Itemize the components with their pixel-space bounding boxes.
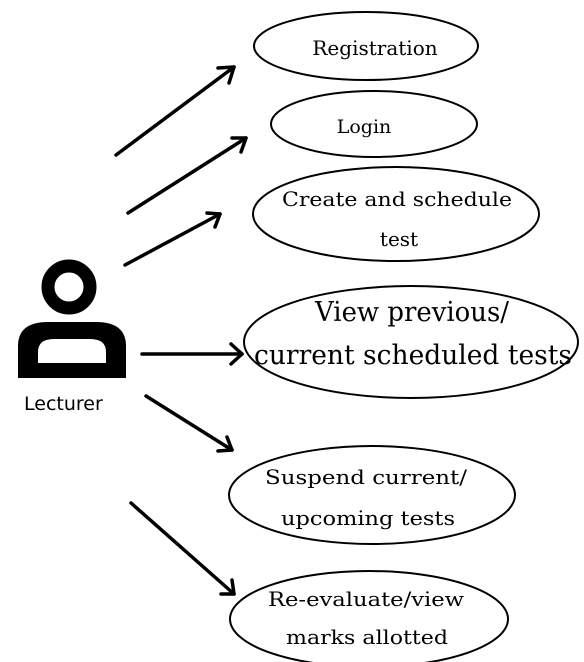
use-case-login <box>270 90 478 158</box>
use-case-suspend-tests-label-line2: upcoming tests <box>281 506 455 530</box>
use-case-reevaluate-marks <box>229 570 509 662</box>
use-case-create-schedule-test-label-line2: test <box>380 227 418 251</box>
use-case-registration <box>253 11 479 81</box>
use-case-view-scheduled-tests-label-line1: View previous/ <box>314 297 510 328</box>
use-case-create-schedule-test <box>252 166 540 262</box>
use-case-create-schedule-test-label-line1: Create and schedule <box>282 187 512 211</box>
actor-label: Lecturer <box>24 393 103 415</box>
arrow-to-view-scheduled-tests <box>140 342 244 366</box>
arrow-to-reevaluate-marks <box>129 501 236 596</box>
arrow-to-create-schedule-test <box>123 211 222 267</box>
use-case-view-scheduled-tests <box>243 285 579 399</box>
use-case-reevaluate-marks-label-line1: Re-evaluate/view <box>268 587 464 611</box>
use-case-view-scheduled-tests-label-line2: current scheduled tests <box>254 340 572 371</box>
use-case-login-label: Login <box>337 116 392 138</box>
arrow-to-registration <box>114 65 236 157</box>
user-icon <box>18 259 126 378</box>
use-case-suspend-tests <box>228 445 516 545</box>
arrow-to-login <box>126 136 248 215</box>
use-case-suspend-tests-label-line1: Suspend current/ <box>265 465 467 489</box>
arrow-to-suspend-tests <box>144 394 234 453</box>
use-case-reevaluate-marks-label-line2: marks allotted <box>286 625 448 649</box>
use-case-registration-label: Registration <box>312 36 437 60</box>
